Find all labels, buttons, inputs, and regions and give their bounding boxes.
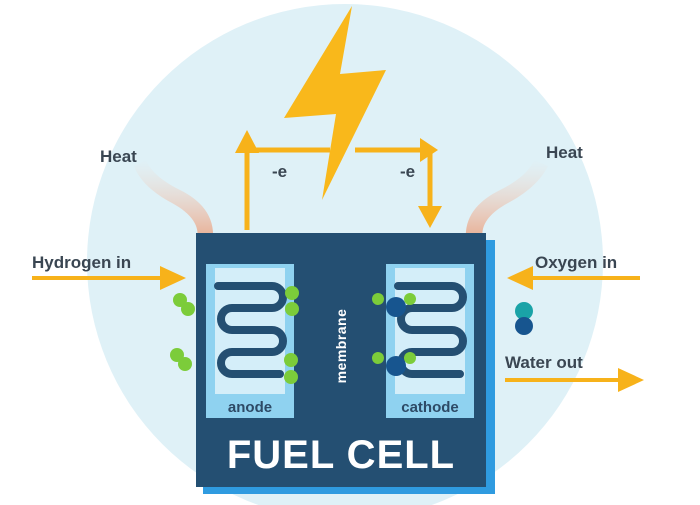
cathode-reaction-icons: [372, 293, 416, 376]
water-out-label: Water out: [505, 353, 583, 372]
oxygen-in-arrow: [507, 266, 640, 290]
membrane-label: membrane: [333, 309, 349, 384]
cathode-plate: [386, 264, 474, 418]
lightning-bolt-icon: [284, 6, 386, 200]
electron-flow-arrows: [244, 147, 433, 230]
heat-left-label: Heat: [100, 147, 137, 166]
cathode-label: cathode: [401, 399, 459, 416]
water-out-arrow: [505, 368, 644, 392]
heat-right-label: Heat: [546, 143, 583, 162]
electron-arrow-down-head: [418, 206, 442, 228]
electron-right-label: -e: [400, 162, 415, 181]
water-molecule-icon: [515, 302, 533, 335]
fuel-cell-title: FUEL CELL: [227, 433, 455, 477]
oxygen-in-label: Oxygen in: [535, 253, 617, 272]
hydrogen-in-arrow: [32, 266, 186, 290]
hydrogen-molecule-icon: [170, 293, 195, 371]
hydrogen-ion-icons: [284, 286, 299, 384]
electron-left-label: -e: [272, 162, 287, 181]
electron-arrow-up-head: [235, 130, 259, 153]
anode-plate: [206, 264, 294, 418]
electron-arrow-right-head: [420, 138, 438, 162]
hydrogen-in-label: Hydrogen in: [32, 253, 131, 272]
heat-left-icon: [134, 160, 214, 240]
heat-right-icon: [465, 160, 548, 240]
anode-label: anode: [228, 399, 272, 416]
